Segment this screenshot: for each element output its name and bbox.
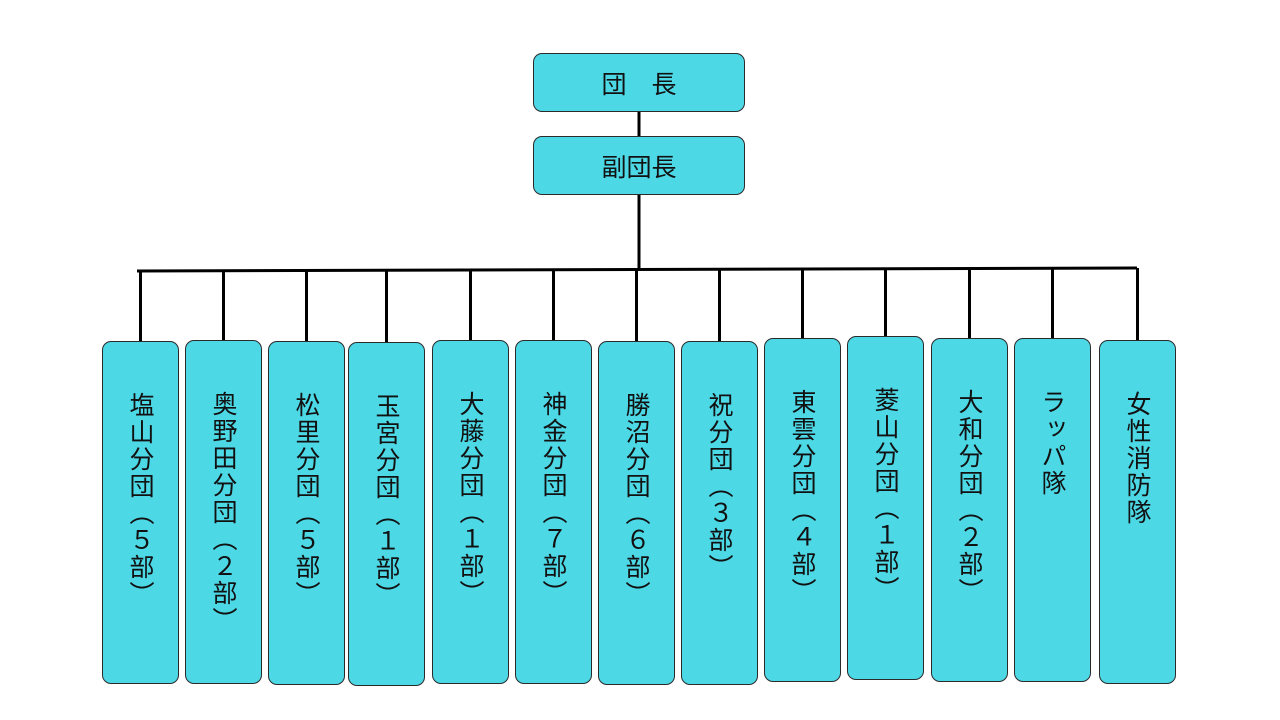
unit-label: 東雲分団（４部） [788,389,817,605]
unit-label: 塩山分団（５部） [126,392,155,608]
unit-box-kamikane: 神金分団（７部） [515,340,592,684]
unit-label: 女性消防隊 [1123,391,1152,526]
unit-label: ラッパ隊 [1038,389,1067,497]
unit-label: 神金分団（７部） [539,391,568,607]
vice-chief-box: 副団長 [533,136,745,195]
unit-box-rappa: ラッパ隊 [1014,338,1091,682]
unit-box-yamato: 大和分団（２部） [931,338,1008,682]
chief-box: 団 長 [533,53,745,112]
unit-label: 奥野田分団（２部） [209,391,238,634]
unit-box-women-fire-brigade: 女性消防隊 [1099,340,1176,684]
chief-label: 団 長 [601,69,677,99]
unit-box-ofuji: 大藤分団（１部） [432,340,509,684]
unit-box-iwai: 祝分団（３部） [681,341,758,685]
unit-drop-lines [139,267,1139,342]
unit-label: 勝沼分団（６部） [622,392,651,608]
unit-box-shinonome: 東雲分団（４部） [764,338,841,682]
unit-label: 大藤分団（１部） [456,391,485,607]
vice-chief-label: 副団長 [601,152,677,182]
unit-box-matsusato: 松里分団（５部） [268,341,345,685]
unit-label: 松里分団（５部） [292,392,321,608]
unit-box-tamamiya: 玉宮分団（１部） [348,342,425,686]
unit-label: 大和分団（２部） [955,389,984,605]
horizontal-bus-line [136,266,1138,273]
unit-box-hishiyama: 菱山分団（１部） [847,336,924,680]
unit-label: 菱山分団（１部） [871,387,900,603]
unit-box-okunoda: 奥野田分団（２部） [185,340,262,684]
unit-label: 祝分団（３部） [705,392,734,581]
unit-box-shioyama: 塩山分団（５部） [102,341,179,684]
unit-box-katsunuma: 勝沼分団（６部） [598,341,675,685]
unit-label: 玉宮分団（１部） [372,393,401,609]
